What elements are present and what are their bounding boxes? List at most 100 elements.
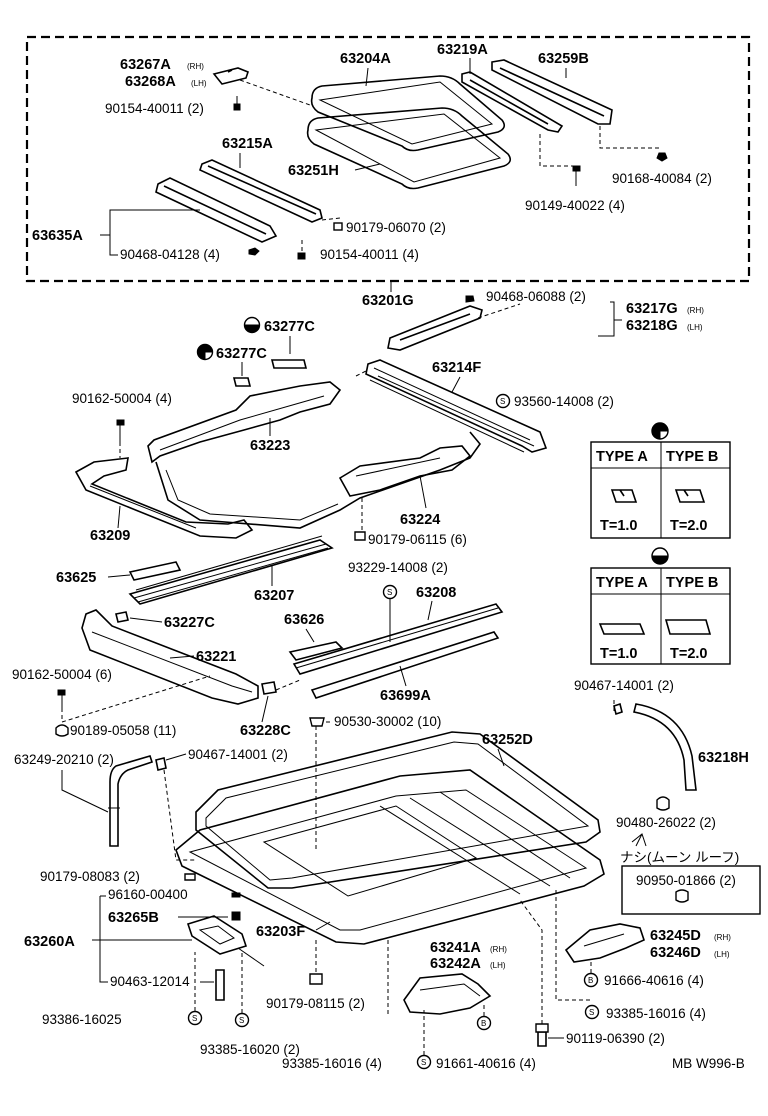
housing-frame-part (155, 431, 482, 529)
label-90468-04128[interactable]: 90468-04128 (4) (120, 247, 220, 262)
label-90119-06390[interactable]: 90119-06390 (2) (566, 1031, 665, 1046)
label-93385-16016-a[interactable]: 93385-16016 (4) (282, 1056, 382, 1071)
rail-63219A-part (461, 71, 564, 133)
label-90189-05058[interactable]: 90189-05058 (11) (70, 723, 176, 738)
clip-63277C-a-part (270, 359, 308, 369)
label-63268A-lh: (LH) (191, 79, 207, 88)
frame-63223-part (147, 381, 342, 464)
bracket-63224-part (338, 445, 472, 497)
label-63277C-a[interactable]: 63277C (264, 319, 315, 335)
clip-63277C-b-part (232, 377, 252, 387)
label-63249-20210[interactable]: 63249-20210 (2) (14, 752, 114, 767)
deflector-63221-part (81, 609, 259, 705)
side-rail-63635A-part (155, 177, 278, 243)
label-90154-40011-b[interactable]: 90154-40011 (4) (320, 247, 419, 262)
side-rail-63215A-part (199, 159, 323, 223)
mark-s-93385-a: S (239, 1016, 244, 1025)
clip-63227C-part (115, 611, 129, 623)
drain-hose-63249-part (109, 755, 154, 847)
label-90467-14001-a[interactable]: 90467-14001 (2) (188, 747, 288, 762)
label-63626[interactable]: 63626 (284, 612, 324, 628)
label-90468-06088[interactable]: 90468-06088 (2) (486, 289, 586, 304)
label-63246D[interactable]: 63246D (650, 945, 701, 961)
label-90463-12014[interactable]: 90463-12014 (110, 974, 190, 989)
label-63625[interactable]: 63625 (56, 570, 96, 586)
type-table-full-t-a: T=1.0 (600, 518, 637, 534)
type-table-full-type-a: TYPE A (596, 449, 648, 465)
label-63699A[interactable]: 63699A (380, 688, 431, 704)
label-90179-08083[interactable]: 90179-08083 (2) (40, 869, 140, 884)
weatherstrip-frame-63252D-part (195, 731, 601, 889)
label-63245D[interactable]: 63245D (650, 928, 701, 944)
label-63203F[interactable]: 63203F (256, 924, 305, 940)
label-90467-14001-b[interactable]: 90467-14001 (2) (574, 678, 674, 693)
clip-90467-part-b (613, 702, 623, 716)
label-63252D[interactable]: 63252D (482, 732, 533, 748)
label-90162-50004-b[interactable]: 90162-50004 (6) (12, 667, 112, 682)
label-90162-50004-a[interactable]: 90162-50004 (4) (72, 391, 172, 406)
label-63224[interactable]: 63224 (400, 512, 440, 528)
label-63228C[interactable]: 63228C (240, 723, 291, 739)
label-93386-16025[interactable]: 93386-16025 (42, 1012, 122, 1027)
label-90154-40011-a[interactable]: 90154-40011 (2) (105, 101, 204, 116)
label-90530-30002[interactable]: 90530-30002 (10) (334, 714, 441, 729)
drain-hose-63218H-part (633, 703, 697, 791)
label-63242A[interactable]: 63242A (430, 956, 481, 972)
label-63218G[interactable]: 63218G (626, 318, 678, 334)
label-63267A[interactable]: 63267A (120, 57, 171, 73)
label-93229-14008[interactable]: 93229-14008 (2) (348, 560, 448, 575)
label-63219A[interactable]: 63219A (437, 42, 488, 58)
label-93385-16020[interactable]: 93385-16020 (2) (200, 1042, 300, 1057)
label-63201G[interactable]: 63201G (362, 293, 414, 309)
bracket-63217G-part (387, 305, 483, 351)
label-63241A[interactable]: 63241A (430, 940, 481, 956)
label-63259B[interactable]: 63259B (538, 51, 589, 67)
label-93385-16016-b[interactable]: 93385-16016 (4) (606, 1006, 706, 1021)
label-90179-06070[interactable]: 90179-06070 (2) (346, 220, 446, 235)
label-63209[interactable]: 63209 (90, 528, 130, 544)
label-63221[interactable]: 63221 (196, 649, 236, 665)
type-table-half-type-b: TYPE B (666, 575, 718, 591)
plate-63625-part (128, 561, 182, 581)
label-63208[interactable]: 63208 (416, 585, 456, 601)
label-90179-06115-a[interactable]: 90179-06115 (6) (368, 532, 467, 547)
label-63260A[interactable]: 63260A (24, 934, 75, 950)
label-63251H[interactable]: 63251H (288, 163, 339, 179)
label-63218H[interactable]: 63218H (698, 750, 749, 766)
label-90149-40022[interactable]: 90149-40022 (4) (525, 198, 625, 213)
label-90480-26022[interactable]: 90480-26022 (2) (616, 815, 716, 830)
label-63635A[interactable]: 63635A (32, 228, 83, 244)
diagram-code: MB W996-B (672, 1056, 745, 1071)
label-63227C[interactable]: 63227C (164, 615, 215, 631)
bracket-63241A-part (403, 973, 492, 1015)
plate-63626-part (288, 641, 344, 661)
label-63217G[interactable]: 63217G (626, 301, 678, 317)
type-table-half-type-a: TYPE A (596, 575, 648, 591)
mark-s-93386: S (192, 1014, 197, 1023)
mark-b-91661: B (481, 1019, 486, 1028)
mark-s-93385-c: S (589, 1008, 594, 1017)
label-96160-00400[interactable]: 96160-00400 (108, 887, 188, 902)
label-63204A[interactable]: 63204A (340, 51, 391, 67)
glass-panel-part (310, 75, 506, 152)
label-63218G-lh: (LH) (687, 323, 703, 332)
drain-tube-63699A-part (310, 631, 500, 699)
bracket-63245D-part (564, 923, 645, 963)
label-63214F[interactable]: 63214F (432, 360, 481, 376)
label-63223[interactable]: 63223 (250, 438, 290, 454)
label-63207[interactable]: 63207 (254, 588, 294, 604)
label-90168-40084[interactable]: 90168-40084 (2) (612, 171, 712, 186)
label-91661-40616[interactable]: 91661-40616 (4) (436, 1056, 536, 1071)
label-90179-08115-b[interactable]: 90179-08115 (2) (266, 996, 365, 1011)
label-63265B[interactable]: 63265B (108, 910, 159, 926)
label-63215A[interactable]: 63215A (222, 136, 273, 152)
label-90950-01866[interactable]: 90950-01866 (2) (636, 873, 736, 888)
label-93560-14008[interactable]: 93560-14008 (2) (514, 394, 614, 409)
label-91666-40616[interactable]: 91666-40616 (4) (604, 973, 704, 988)
type-table-full-t-b: T=2.0 (670, 518, 707, 534)
mark-b-91666: B (588, 976, 593, 985)
shim-type-b-full (674, 489, 706, 503)
label-63217G-rh: (RH) (687, 306, 704, 315)
label-63268A[interactable]: 63268A (125, 74, 176, 90)
label-63277C-b[interactable]: 63277C (216, 346, 267, 362)
